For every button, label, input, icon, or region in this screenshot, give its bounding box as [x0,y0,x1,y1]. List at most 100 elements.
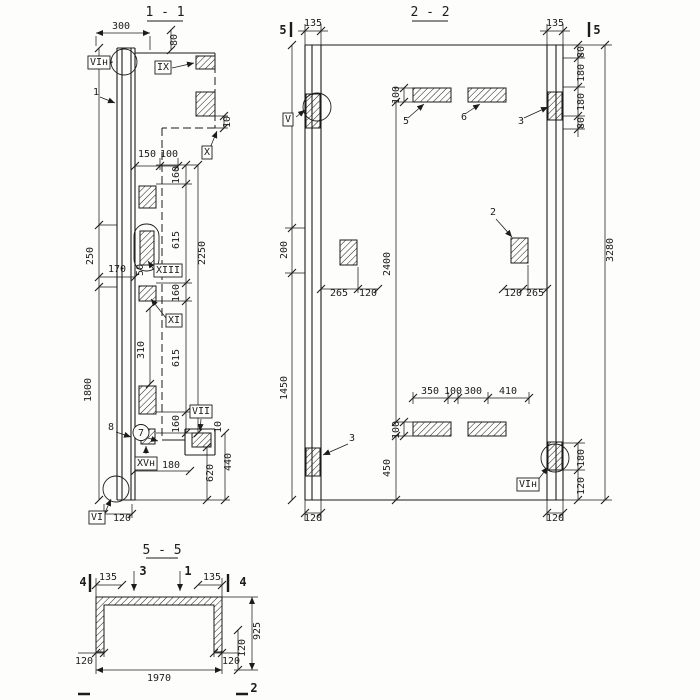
svg-text:X: X [204,147,210,158]
dim-100-top: 100 [391,86,402,104]
svg-text:450: 450 [382,459,393,477]
svg-text:180: 180 [162,460,180,471]
svg-text:10: 10 [222,116,233,128]
svg-text:5: 5 [279,23,286,37]
svg-text:6: 6 [461,112,467,123]
dim-2400: 2400 [382,252,393,276]
section-title-section_2_2: 2 - 2 [410,5,449,20]
dim-440: 440 [223,453,234,471]
svg-text:120: 120 [304,513,322,524]
dim-2250: 2250 [197,241,208,265]
dim-10-lower: 10 [213,421,224,433]
ref-vi-n-top: VIн [87,55,111,70]
dim-120-right-mid: 120 [504,288,522,299]
ref-xiii: XIII [153,263,183,278]
dim-120-left-mid: 120 [359,288,377,299]
svg-text:2250: 2250 [197,241,208,265]
svg-text:3280: 3280 [605,238,616,262]
detail-circle-vi-n [110,48,138,76]
dim-615-a: 615 [171,231,182,249]
svg-text:XI: XI [168,315,180,326]
svg-text:100: 100 [160,149,178,160]
svg-text:300: 300 [464,386,482,397]
dim-180-bottom: 180 [162,460,180,471]
dim-3280: 3280 [605,238,616,262]
section-2-2-view [285,22,612,521]
dim-350: 350 [421,386,439,397]
title-underlines [146,20,448,559]
svg-text:160: 160 [171,284,182,302]
callout-3-top: 3 [518,116,524,127]
svg-text:620: 620 [205,464,216,482]
svg-text:120: 120 [504,288,522,299]
svg-text:4: 4 [79,575,86,589]
svg-text:1450: 1450 [279,376,290,400]
svg-text:440: 440 [223,453,234,471]
svg-text:180: 180 [576,93,587,111]
cut-1: 1 [184,564,191,578]
svg-text:1: 1 [93,87,99,98]
svg-text:1800: 1800 [83,378,94,402]
cut-2: 2 [250,681,257,695]
svg-text:8: 8 [108,422,114,433]
dim-150: 150 [138,149,156,160]
svg-text:2400: 2400 [382,252,393,276]
svg-text:100: 100 [444,386,462,397]
callout-7: 7 [132,424,150,441]
leader-lines [295,103,549,482]
section-5-5-view [78,571,258,696]
svg-text:135: 135 [546,18,564,29]
anchor-plates [305,87,563,477]
detail-oval-xiii [133,223,160,272]
dim-120-leg-left: 120 [75,656,93,667]
svg-text:5: 5 [593,23,600,37]
section-title-section_1_1: 1 - 1 [145,5,184,20]
svg-text:4: 4 [239,575,246,589]
dim-120-br: 120 [546,513,564,524]
svg-text:180: 180 [576,449,587,467]
dim-180-r2: 180 [576,93,587,111]
dim-1970: 1970 [147,673,171,684]
ref-xv-n: XVн [134,456,158,471]
svg-text:925: 925 [252,622,263,640]
svg-text:350: 350 [421,386,439,397]
cut-4-left: 4 [79,575,86,589]
dim-250: 250 [85,247,96,265]
panel-outline [304,44,564,501]
svg-text:100: 100 [391,86,402,104]
ref-ix: IX [154,60,172,75]
detail-circles [102,48,160,503]
svg-text:3: 3 [349,433,355,444]
svg-text:7: 7 [138,428,144,439]
dim-120-vert: 120 [237,639,248,657]
dim-160-c: 160 [171,415,182,433]
svg-text:120: 120 [75,656,93,667]
dim-100-chain: 100 [444,386,462,397]
ref-vi-n-bottom: VIн [516,477,540,492]
svg-text:410: 410 [499,386,517,397]
svg-text:160: 160 [171,166,182,184]
cut-marks [289,22,591,37]
callout-1: 1 [93,87,99,98]
svg-text:2: 2 [250,681,257,695]
svg-text:250: 250 [85,247,96,265]
dim-80-r2: 80 [576,117,587,129]
svg-text:265: 265 [330,288,348,299]
dim-100-bottom: 100 [391,421,402,439]
svg-text:300: 300 [112,21,130,32]
svg-text:120: 120 [237,639,248,657]
svg-text:3: 3 [518,116,524,127]
dimension-lines [78,578,258,674]
dim-300-chain: 300 [464,386,482,397]
dim-135-l: 135 [99,572,117,583]
svg-text:1970: 1970 [147,673,171,684]
svg-text:180: 180 [576,64,587,82]
svg-text:120: 120 [222,656,240,667]
dim-120-right: 120 [576,477,587,495]
dim-180-r1: 180 [576,64,587,82]
svg-text:50: 50 [135,264,146,276]
cut-3: 3 [139,564,146,578]
dim-135-right: 135 [546,18,564,29]
dim-1800: 1800 [83,378,94,402]
